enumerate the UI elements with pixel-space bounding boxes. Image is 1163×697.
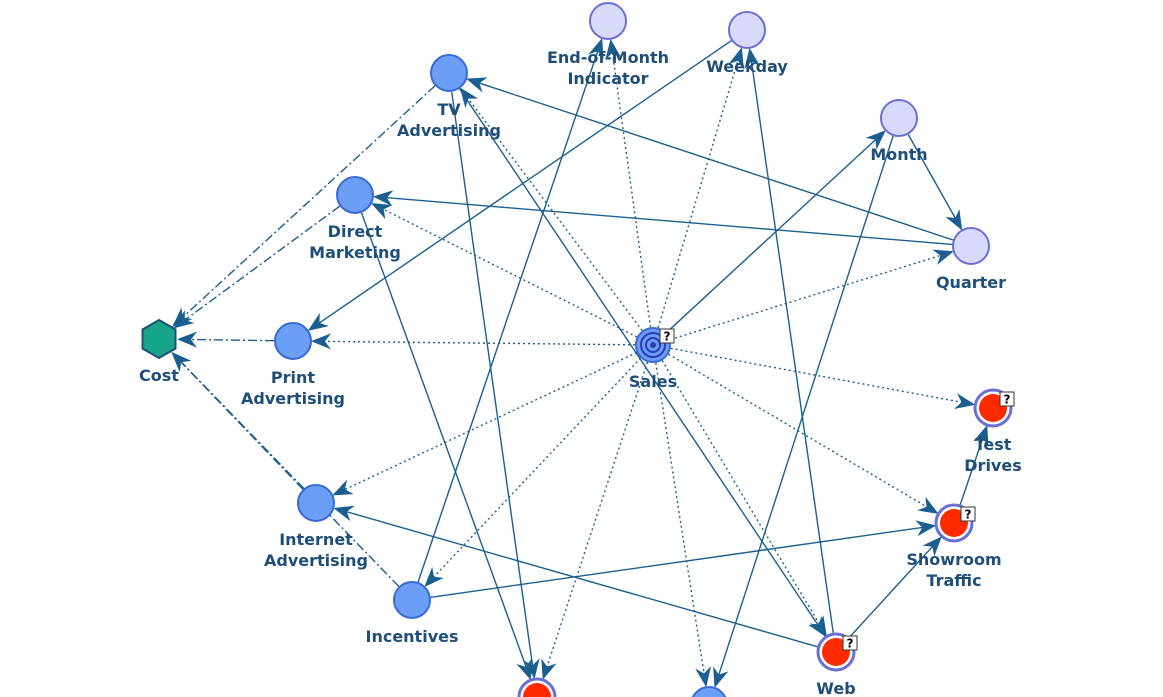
- node-print[interactable]: [274, 322, 312, 360]
- node-sales[interactable]: ?: [635, 327, 675, 363]
- question-badge-icon: ?: [960, 506, 976, 522]
- question-badge-icon: ?: [659, 328, 675, 344]
- circle-node-icon: [589, 2, 627, 40]
- edge-quarter-to-direct[interactable]: [372, 190, 953, 246]
- svg-text:?: ?: [1004, 393, 1011, 407]
- node-label-internet: Internet: [279, 530, 353, 549]
- node-label-showroom: Showroom: [906, 550, 1001, 569]
- svg-text:?: ?: [847, 637, 854, 651]
- svg-text:?: ?: [965, 508, 972, 522]
- node-web[interactable]: ?: [816, 632, 858, 672]
- node-label-print: Advertising: [241, 389, 345, 408]
- edge-sales-to-bottom_red[interactable]: [541, 361, 649, 680]
- edge-incentives-to-cost[interactable]: [171, 351, 400, 587]
- node-label-internet: Advertising: [264, 551, 368, 570]
- edge-sales-to-testdrives[interactable]: [670, 347, 976, 409]
- edge-tv-to-web[interactable]: [459, 88, 827, 638]
- edge-sales-to-showroom[interactable]: [668, 353, 939, 514]
- edge-sales-to-direct[interactable]: [371, 203, 638, 338]
- svg-text:?: ?: [664, 330, 671, 344]
- node-eom[interactable]: [589, 2, 627, 40]
- node-bottom_red[interactable]: [517, 677, 557, 697]
- edge-direct-to-cost[interactable]: [173, 205, 341, 329]
- edge-tv-to-bottom_red[interactable]: [451, 91, 540, 680]
- edge-web-to-showroom[interactable]: [848, 536, 942, 639]
- node-label-tv: TV: [437, 100, 461, 119]
- edge-quarter-to-tv[interactable]: [466, 77, 954, 241]
- circle-node-icon: [952, 227, 990, 265]
- node-internet[interactable]: [297, 484, 335, 522]
- node-label-testdrives: Drives: [964, 456, 1021, 475]
- node-incentives[interactable]: [393, 581, 431, 619]
- hexagon-node-icon: [141, 318, 177, 360]
- edge-sales-to-incentives[interactable]: [424, 357, 642, 587]
- edge-sales-to-internet[interactable]: [332, 351, 637, 496]
- circle-node-icon: [728, 11, 766, 49]
- edge-showroom-to-testdrives[interactable]: [959, 425, 989, 506]
- edge-web-to-weekday[interactable]: [744, 47, 834, 634]
- edge-sales-to-web[interactable]: [661, 360, 827, 637]
- node-direct[interactable]: [336, 176, 374, 214]
- node-label-print: Print: [271, 368, 315, 387]
- edge-tv-to-cost[interactable]: [172, 85, 436, 327]
- node-testdrives[interactable]: ?: [973, 388, 1015, 428]
- circle-node-icon: [336, 176, 374, 214]
- node-month[interactable]: [880, 99, 918, 137]
- node-label-cost: Cost: [139, 366, 179, 385]
- node-bottom_plain[interactable]: [691, 686, 727, 697]
- circle-node-icon: [274, 322, 312, 360]
- edge-sales-to-print[interactable]: [311, 333, 636, 350]
- node-cost[interactable]: [141, 318, 177, 360]
- question-badge-icon: ?: [842, 635, 858, 651]
- node-weekday[interactable]: [728, 11, 766, 49]
- node-label-tv: Advertising: [397, 121, 501, 140]
- edge-sales-to-quarter[interactable]: [669, 249, 954, 341]
- circle-node-icon: [393, 581, 431, 619]
- edge-sales-to-weekday[interactable]: [657, 47, 744, 329]
- edge-sales-to-eom[interactable]: [605, 38, 652, 328]
- edge-incentives-to-showroom[interactable]: [430, 520, 937, 598]
- edge-direct-to-bottom_red[interactable]: [360, 212, 532, 681]
- node-label-incentives: Incentives: [365, 627, 458, 646]
- node-label-sales: Sales: [629, 372, 677, 391]
- node-tv[interactable]: [430, 54, 468, 92]
- node-label-direct: Direct: [328, 222, 383, 241]
- edge-sales-to-bottom_plain[interactable]: [655, 362, 712, 688]
- node-label-eom: End-of-Month: [547, 48, 669, 67]
- edge-layer: [171, 38, 989, 688]
- edge-web-to-internet[interactable]: [333, 505, 818, 648]
- node-label-web: Web: [816, 679, 855, 697]
- outcome-node-icon: [517, 677, 557, 697]
- node-showroom[interactable]: ?: [934, 503, 976, 543]
- circle-node-icon: [430, 54, 468, 92]
- circle-node-icon: [297, 484, 335, 522]
- edge-incentives-to-eom[interactable]: [417, 38, 604, 583]
- edge-weekday-to-print[interactable]: [307, 40, 732, 331]
- circle-node-icon: [691, 686, 727, 697]
- node-label-direct: Marketing: [309, 243, 401, 262]
- question-badge-icon: ?: [999, 391, 1015, 407]
- node-quarter[interactable]: [952, 227, 990, 265]
- node-label-testdrives: Test: [975, 435, 1012, 454]
- circle-node-icon: [880, 99, 918, 137]
- node-label-showroom: Traffic: [926, 571, 981, 590]
- node-label-eom: Indicator: [567, 69, 648, 88]
- edge-month-to-quarter[interactable]: [907, 134, 963, 231]
- edge-print-to-cost[interactable]: [177, 331, 275, 348]
- node-label-quarter: Quarter: [936, 273, 1006, 292]
- node-layer: ????: [141, 2, 1015, 697]
- node-label-month: Month: [870, 145, 927, 164]
- node-label-weekday: Weekday: [706, 57, 788, 76]
- edge-month-to-bottom_plain[interactable]: [713, 135, 894, 688]
- edge-sales-to-tv[interactable]: [459, 87, 643, 332]
